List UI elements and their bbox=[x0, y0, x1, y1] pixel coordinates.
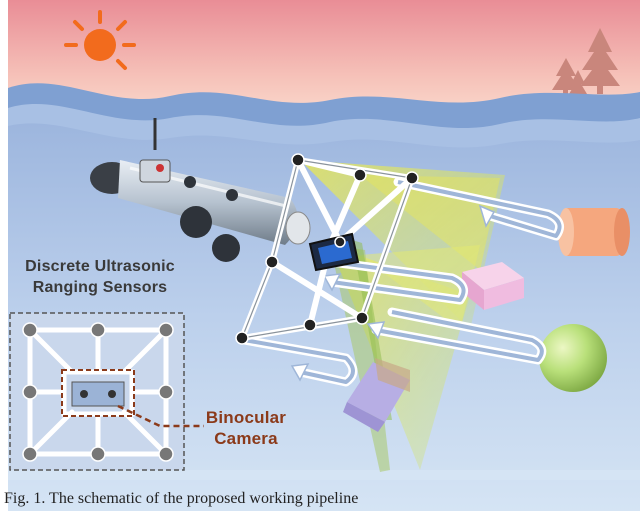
purple-cube bbox=[343, 358, 410, 432]
underwater-robot bbox=[90, 118, 311, 262]
camera-label-line1: Binocular bbox=[205, 408, 287, 427]
ultrasonic-sensor-nodes bbox=[235, 153, 419, 345]
sensors-label-line2: Ranging Sensors bbox=[32, 279, 168, 296]
tree-icon bbox=[552, 28, 620, 96]
figure-caption: Fig. 1. The schematic of the proposed wo… bbox=[4, 490, 359, 507]
green-sphere bbox=[539, 324, 607, 392]
orange-cylinder bbox=[558, 208, 630, 256]
sensors-label-line1: Discrete Ultrasonic bbox=[25, 258, 175, 275]
sun-icon bbox=[64, 10, 136, 70]
camera-label-line2: Camera bbox=[214, 429, 278, 448]
pink-cube bbox=[462, 262, 524, 310]
frame-front-view-inset bbox=[9, 312, 185, 471]
binocular-camera bbox=[308, 232, 360, 272]
camera-callout-line bbox=[117, 404, 204, 428]
